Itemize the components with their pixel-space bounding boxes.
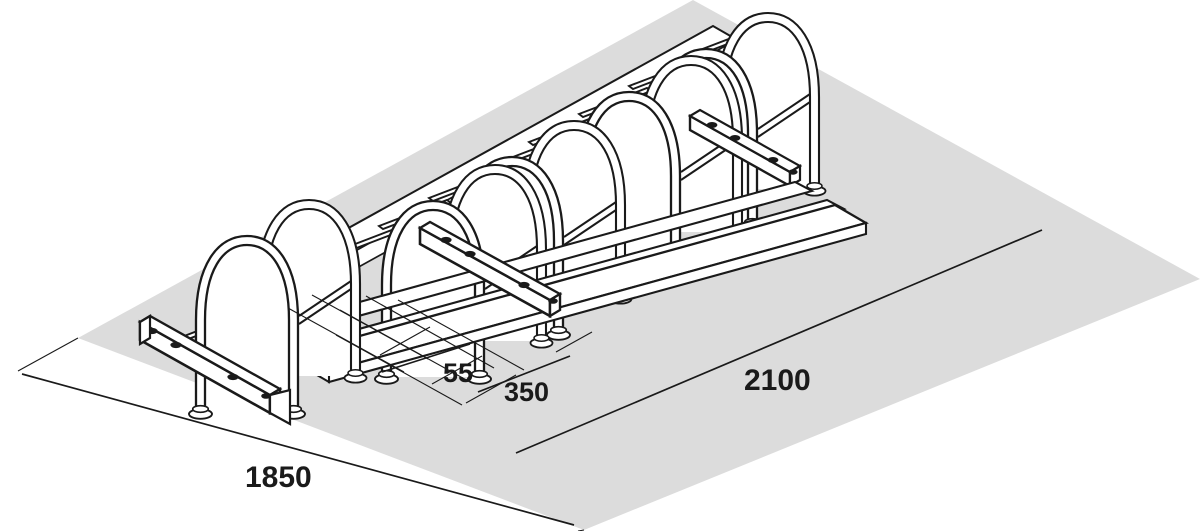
- dimension-350: 350: [477, 355, 571, 407]
- dimension-55-label: 55: [443, 358, 473, 388]
- base-rail-front: [255, 180, 869, 384]
- dimension-2100-label: 2100: [744, 364, 811, 397]
- dimension-2100: 2100: [515, 229, 1043, 454]
- dimension-350-label: 350: [504, 377, 549, 407]
- dimension-1850: 1850: [17, 337, 585, 531]
- extension-lines: [287, 294, 593, 406]
- dimension-1850-label: 1850: [245, 461, 312, 494]
- wheel-divider-plate: [417, 220, 563, 319]
- front-rail-skirt: [268, 388, 292, 426]
- dimension-55: 55: [381, 343, 473, 388]
